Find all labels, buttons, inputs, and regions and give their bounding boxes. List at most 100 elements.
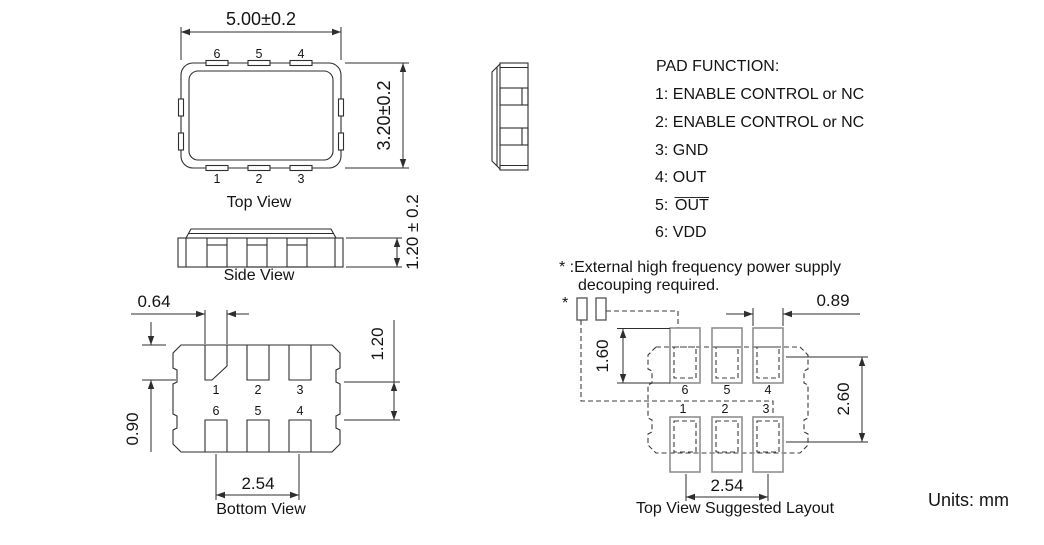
trace-to-gnd-pad: [580, 320, 774, 416]
pin-label: 1: [213, 383, 220, 397]
package-inner-outline: [188, 70, 334, 161]
arrowhead-left: [783, 310, 792, 318]
pin-label: 3: [297, 383, 304, 397]
pin-label: 3: [763, 402, 770, 416]
bottom-pad-5: [246, 419, 270, 452]
land-pad: [711, 327, 743, 384]
decoupling-capacitor: [576, 297, 588, 321]
arrowhead-up: [147, 380, 155, 389]
castellation-pad: [205, 164, 229, 172]
side-notch: [177, 132, 185, 151]
suggested-layout-title: Top View Suggested Layout: [636, 500, 835, 517]
castellation-band: [499, 127, 529, 146]
castellation-pad: [286, 244, 308, 268]
pitch-label: 2.54: [241, 474, 274, 493]
land-pad: [752, 327, 784, 384]
pin-label: 4: [298, 47, 305, 61]
bottom-pad-4: [288, 419, 312, 452]
pad-function-item-4: 4: OUT: [655, 169, 707, 186]
top-view: 5.00±0.2 6 5 4 1 2 3 Top View 3.20±0.2: [177, 9, 409, 211]
pin-label: 6: [214, 47, 221, 61]
pin-label: 2: [255, 383, 262, 397]
castellation-pad: [289, 164, 313, 172]
castellation-pad: [206, 244, 228, 268]
dim-height-label: 3.20±0.2: [374, 81, 394, 151]
bottom-pad-6: [204, 419, 228, 452]
castellation-pad: [247, 164, 271, 172]
arrowhead-right: [332, 28, 341, 36]
side-view-title: Side View: [224, 267, 295, 284]
arrowhead-right: [196, 310, 205, 318]
side-notch: [337, 98, 345, 117]
arrowhead-up: [858, 357, 866, 366]
arrowhead-up: [393, 238, 401, 247]
castellation-pad: [246, 244, 268, 268]
arrowhead-left: [216, 491, 225, 499]
note-line-2: decouping required.: [578, 277, 719, 294]
end-view: [491, 62, 529, 171]
pin-label: 4: [765, 383, 772, 397]
package-pad-dashed: [756, 420, 780, 453]
lid-outline: [491, 63, 501, 170]
arrowhead-up: [390, 382, 398, 391]
note-line-1: * :External high frequency power supply: [559, 259, 841, 276]
arrowhead-up: [619, 329, 627, 338]
layout-pad-width-label: 0.89: [816, 291, 849, 310]
arrowhead-left: [181, 28, 190, 36]
arrowhead-down: [393, 258, 401, 267]
side-notch: [337, 132, 345, 151]
pad-width-label: 0.64: [137, 292, 170, 311]
pin-label: 1: [214, 172, 221, 186]
trace-to-vdd-pad: [606, 310, 679, 328]
castellation-pad: [289, 59, 313, 67]
top-view-title: Top View: [227, 194, 292, 211]
pin-label: 4: [297, 404, 304, 418]
decoupling-note: * :External high frequency power supply …: [559, 259, 841, 294]
pad-function-item-3: 3: GND: [655, 142, 708, 159]
package-pad-dashed: [673, 420, 697, 453]
suggested-layout: * 6 5 4 1 2 3 1.60 0.89: [562, 291, 868, 517]
package-outline-dashed: [647, 346, 809, 454]
package-pad-dashed: [715, 420, 739, 453]
package-outline: [172, 344, 341, 453]
package-pad-dashed: [715, 346, 739, 379]
arrowhead-down: [399, 159, 407, 168]
layout-span-label: 2.60: [834, 382, 853, 415]
dim-width-label: 5.00±0.2: [226, 9, 296, 29]
pin-label: 2: [256, 172, 263, 186]
pad-function-item-5-prefix: 5:: [655, 197, 668, 214]
arrowhead-right: [744, 310, 753, 318]
pin-label: 5: [255, 404, 262, 418]
pad-function-item-6: 6: VDD: [655, 224, 707, 241]
side-notch: [177, 98, 185, 117]
arrowhead-right: [290, 491, 299, 499]
units-label: Units: mm: [928, 490, 1009, 510]
layout-pad-height-label: 1.60: [593, 339, 612, 372]
pin-label: 6: [213, 404, 220, 418]
pin-label: 3: [298, 172, 305, 186]
package-outline: [180, 62, 342, 169]
pin-label: 5: [724, 383, 731, 397]
pad-height-label: 0.90: [123, 412, 142, 445]
arrowhead-down: [147, 336, 155, 345]
castellation-pad: [205, 59, 229, 67]
arrowhead-down: [858, 433, 866, 442]
body-outline: [177, 237, 344, 268]
pad-function-item-5-value: OUT: [675, 197, 709, 214]
arrowhead-left: [227, 310, 236, 318]
castellation-pad: [247, 59, 271, 67]
bottom-view: 1 2 3 6 5 4 0.64 0.90 1.20 2.5: [123, 292, 400, 518]
package-pad-dashed: [756, 346, 780, 379]
pad-function-title: PAD FUNCTION:: [656, 58, 779, 75]
arrowhead-down: [619, 374, 627, 383]
pad-function-item-1: 1: ENABLE CONTROL or NC: [655, 86, 864, 103]
pin-label: 1: [680, 402, 687, 416]
land-pad: [669, 327, 701, 384]
row-gap-label: 1.20: [368, 327, 387, 360]
side-view: Side View 1.20 ± 0.2: [177, 194, 422, 284]
pad-function-list: PAD FUNCTION: 1: ENABLE CONTROL or NC 2:…: [655, 58, 864, 241]
bottom-pad-1-chamfered: [204, 345, 228, 381]
body-outline: [499, 62, 529, 171]
